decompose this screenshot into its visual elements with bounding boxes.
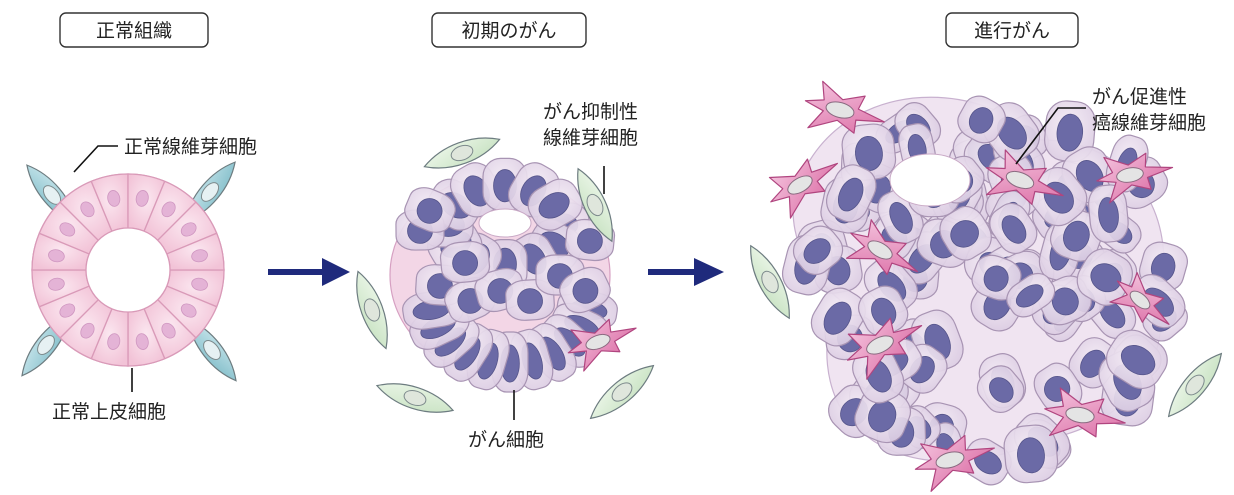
- svg-text:正常線維芽細胞: 正常線維芽細胞: [124, 136, 257, 158]
- svg-text:正常上皮細胞: 正常上皮細胞: [52, 401, 166, 423]
- suppressive-fibroblast: [348, 268, 396, 352]
- lumen: [890, 154, 970, 206]
- svg-text:がん抑制性: がん抑制性: [543, 101, 638, 123]
- progression-arrow-2: [648, 258, 724, 286]
- svg-text:線維芽細胞: 線維芽細胞: [543, 127, 638, 149]
- svg-text:初期のがん: 初期のがん: [461, 20, 556, 42]
- cancer-cell: [439, 240, 491, 284]
- annotation-cancer-cell: がん細胞: [468, 390, 544, 451]
- suppressive-fibroblast: [374, 375, 457, 420]
- svg-text:正常組織: 正常組織: [96, 20, 172, 42]
- suppressive-fibroblast: [584, 357, 661, 426]
- suppressive-fibroblast: [1160, 347, 1229, 424]
- progression-arrow-1: [268, 258, 350, 286]
- normal-tissue: [32, 174, 224, 366]
- svg-text:癌線維芽細胞: 癌線維芽細胞: [1092, 112, 1206, 134]
- stage-title-normal: 正常組織: [60, 13, 208, 47]
- svg-text:進行がん: 進行がん: [974, 20, 1050, 42]
- cancer-cell: [1002, 423, 1059, 484]
- svg-text:がん細胞: がん細胞: [468, 429, 544, 451]
- lumen: [86, 228, 170, 312]
- svg-text:がん促進性: がん促進性: [1092, 86, 1187, 108]
- stage-title-early-cancer: 初期のがん: [432, 13, 586, 47]
- stage-title-advanced-cancer: 進行がん: [946, 13, 1078, 47]
- annotation-normal-epithelial: 正常上皮細胞: [52, 368, 166, 423]
- lumen: [479, 209, 531, 237]
